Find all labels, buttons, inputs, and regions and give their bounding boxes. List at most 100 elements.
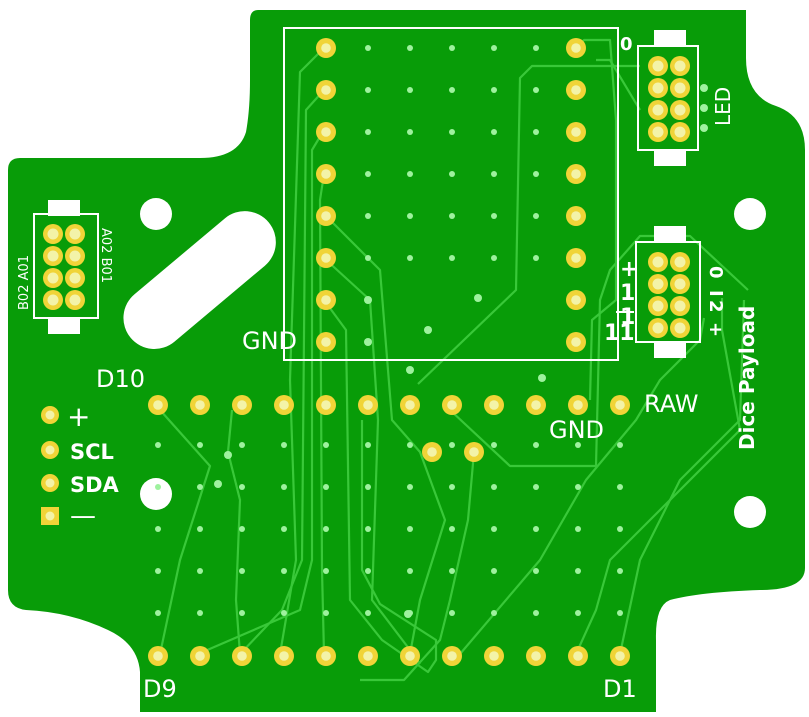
pad-hole	[195, 651, 205, 661]
trace	[417, 64, 640, 385]
pad	[484, 646, 504, 666]
via	[407, 171, 413, 177]
mounting-hole	[140, 478, 172, 510]
via	[323, 484, 329, 490]
pad-hole	[279, 651, 289, 661]
pad	[274, 395, 294, 415]
via	[575, 526, 581, 532]
pad	[316, 38, 336, 58]
via	[533, 484, 539, 490]
via	[239, 526, 245, 532]
pad	[610, 646, 630, 666]
legend-plus-symbol: +	[67, 400, 90, 433]
pad-hole	[427, 447, 437, 457]
via	[407, 255, 413, 261]
pad	[316, 332, 336, 352]
latch	[654, 30, 686, 46]
pad-hole	[674, 126, 686, 138]
via	[197, 568, 203, 574]
via	[407, 484, 413, 490]
pad	[526, 646, 546, 666]
via	[449, 255, 455, 261]
pad-hole	[321, 400, 331, 410]
via	[239, 484, 245, 490]
pad-hole	[195, 400, 205, 410]
pad	[568, 395, 588, 415]
pad-hole	[571, 295, 581, 305]
via	[364, 338, 372, 346]
latch	[654, 226, 686, 242]
pad-hole	[69, 272, 81, 284]
via	[407, 87, 413, 93]
pad-hole	[47, 294, 59, 306]
pad-hole	[363, 651, 373, 661]
pad	[190, 395, 210, 415]
pad	[148, 646, 168, 666]
pin-legend: + SCL SDA —	[41, 400, 120, 531]
pad	[442, 646, 462, 666]
via	[617, 484, 623, 490]
pad-hole	[571, 169, 581, 179]
pad	[566, 248, 586, 268]
via	[323, 442, 329, 448]
via	[491, 442, 497, 448]
via	[155, 610, 161, 616]
via	[323, 568, 329, 574]
via	[491, 213, 497, 219]
pad	[316, 122, 336, 142]
pad	[316, 248, 336, 268]
connector-latches	[48, 30, 686, 358]
via	[700, 124, 708, 132]
pad-hole	[405, 400, 415, 410]
pad-hole	[321, 169, 331, 179]
pad	[566, 80, 586, 100]
pad-hole	[45, 410, 55, 420]
pad-hole	[153, 651, 163, 661]
latch	[48, 200, 80, 216]
pad	[232, 646, 252, 666]
via	[407, 213, 413, 219]
pad	[316, 395, 336, 415]
via	[281, 610, 287, 616]
pad	[316, 646, 336, 666]
pad-hole	[615, 651, 625, 661]
pad-hole	[321, 211, 331, 221]
via	[197, 610, 203, 616]
via	[533, 129, 539, 135]
pad-hole	[652, 104, 664, 116]
pad-hole	[405, 651, 415, 661]
via	[449, 526, 455, 532]
via	[491, 526, 497, 532]
pad	[190, 646, 210, 666]
via	[404, 610, 412, 618]
via	[449, 87, 455, 93]
trace	[158, 409, 212, 655]
via	[533, 171, 539, 177]
pad-hole	[652, 278, 664, 290]
via	[323, 526, 329, 532]
pad-hole	[652, 82, 664, 94]
via	[533, 610, 539, 616]
pad	[566, 206, 586, 226]
pad-hole	[321, 43, 331, 53]
legend-sda-label: SDA	[70, 473, 120, 497]
pad-hole	[652, 256, 664, 268]
pad-hole	[237, 651, 247, 661]
pad	[464, 442, 484, 462]
pad	[566, 38, 586, 58]
label-led: LED	[711, 87, 735, 126]
vias	[155, 45, 708, 618]
pad-hole	[571, 127, 581, 137]
via	[155, 484, 161, 490]
trace	[197, 129, 325, 656]
slot-cutout	[123, 211, 276, 349]
pad-hole	[489, 651, 499, 661]
trace	[596, 58, 641, 111]
via	[424, 326, 432, 334]
via	[406, 366, 414, 374]
trace	[226, 409, 242, 655]
pad	[484, 395, 504, 415]
pad-hole	[571, 337, 581, 347]
pad	[568, 646, 588, 666]
pad-hole	[321, 253, 331, 263]
